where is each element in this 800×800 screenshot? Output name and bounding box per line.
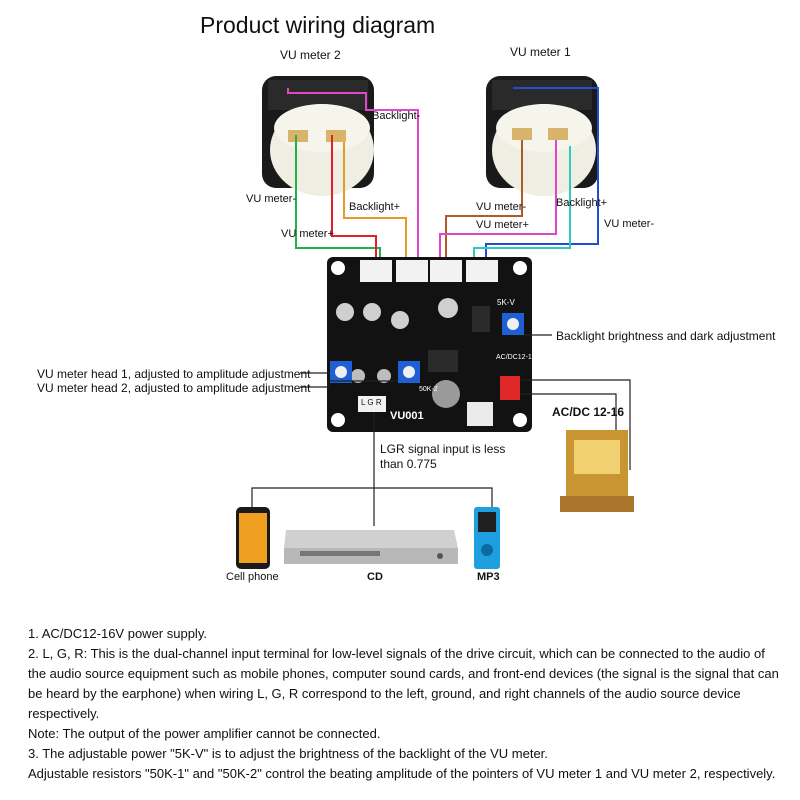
- vu001-board: [327, 257, 532, 432]
- vu-meter-minus-left-label: VU meter-: [246, 193, 297, 205]
- board-name-label: VU001: [390, 410, 424, 422]
- mp3-label: MP3: [477, 571, 500, 583]
- head-2-callout: VU meter head 2, adjusted to amplitude a…: [37, 381, 311, 395]
- cell-phone-image: [236, 507, 270, 569]
- vu-meter-plus-mid-label: VU meter+: [476, 219, 529, 231]
- note-5: Adjustable resistors "50K-1" and "50K-2"…: [28, 766, 776, 781]
- notes-section: 1. AC/DC12-16V power supply. 2. L, G, R:…: [28, 624, 784, 784]
- note-3: Note: The output of the power amplifier …: [28, 726, 381, 741]
- backlight-plus-right-label: Backlight+: [556, 197, 608, 209]
- transformer-image: [560, 430, 634, 512]
- vu-meter-1-image: [486, 76, 598, 196]
- vu-meter-2-label: VU meter 2: [280, 48, 341, 62]
- backlight-adjust-callout: Backlight brightness and dark adjustment: [556, 329, 776, 343]
- vu-meter-1-label: VU meter 1: [510, 45, 571, 59]
- cd-label: CD: [367, 571, 383, 583]
- cell-phone-label: Cell phone: [226, 571, 279, 583]
- board-pot2-label: 50K-2: [419, 386, 438, 393]
- mp3-player-image: [474, 507, 500, 569]
- vu-meter-minus-mid-label: VU meter-: [476, 201, 527, 213]
- power-supply-label: AC/DC 12-16: [552, 405, 625, 419]
- diagram-title: Product wiring diagram: [200, 12, 436, 38]
- board-pot-label: 5K-V: [497, 298, 515, 307]
- vu-meter-plus-left-label: VU meter+: [281, 228, 334, 240]
- backlight-minus-label: Backlight-: [372, 110, 421, 122]
- meter-1-wires: [439, 87, 599, 262]
- head-1-callout: VU meter head 1, adjusted to amplitude a…: [37, 367, 311, 381]
- note-2: 2. L, G, R: This is the dual-channel inp…: [28, 646, 779, 721]
- note-1: 1. AC/DC12-16V power supply.: [28, 626, 207, 641]
- board-connector-label: L G R: [361, 398, 382, 407]
- note-4: 3. The adjustable power "5K-V" is to adj…: [28, 746, 548, 761]
- vu-meter-2-image: [262, 76, 374, 196]
- backlight-plus-label: Backlight+: [349, 201, 401, 213]
- lgr-input-callout: LGR signal input is less than 0.775: [380, 442, 506, 471]
- vu-meter-minus-right-label: VU meter-: [604, 218, 655, 230]
- board-power-label: AC/DC12-16: [496, 354, 536, 361]
- cd-player-image: [284, 530, 458, 564]
- meter-2-wires: [287, 88, 419, 262]
